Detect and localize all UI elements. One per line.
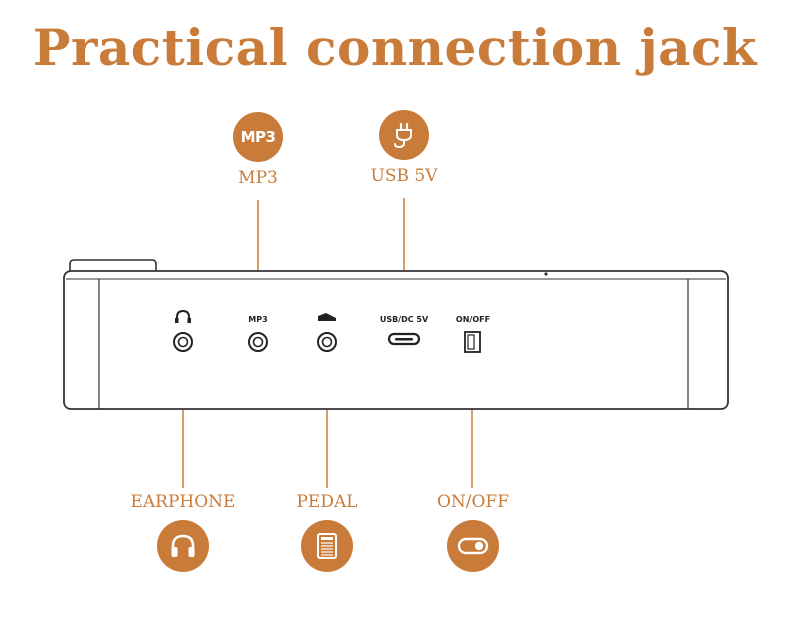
mp3-badge-icon: MP3 [233,112,283,162]
callout-label-pedal: PEDAL [296,492,358,512]
port-label-mp3: MP3 [248,315,267,324]
toggle-switch-icon [447,520,499,572]
pedal-glyph [317,533,337,559]
mp3-badge-text: MP3 [240,128,276,146]
usb-plug-icon [379,110,429,160]
port-label-onoff: ON/OFF [456,315,490,324]
headphones-glyph [171,534,195,557]
device-top-cap [69,259,157,272]
callout-earphone: EARPHONE [113,492,253,572]
toggle-switch-glyph [457,537,489,555]
device-dot [544,272,548,276]
pedal-port [317,313,337,352]
callout-mp3: MP3 MP3 [188,112,328,188]
callout-label-onoff: ON/OFF [436,492,510,512]
page-title: Practical connection jack [32,18,758,77]
headphones-icon [157,520,209,572]
callout-pedal: PEDAL [257,492,397,572]
pedal-port-icon [318,313,336,321]
onoff-switch: ON/OFF [456,315,490,353]
callout-usb: USB 5V [334,110,474,186]
callout-label-mp3: MP3 [238,168,278,188]
usb-plug-glyph [394,122,412,149]
earphone-port-icon [176,309,190,322]
callout-label-earphone: EARPHONE [130,492,236,512]
earphone-port [173,309,193,352]
pedal-icon [301,520,353,572]
port-label-usb: USB/DC 5V [380,315,429,324]
callout-onoff: ON/OFF [403,492,543,572]
mp3-port: MP3 [248,315,268,352]
usb-port: USB/DC 5V [380,315,429,346]
callout-label-usb: USB 5V [370,166,438,186]
